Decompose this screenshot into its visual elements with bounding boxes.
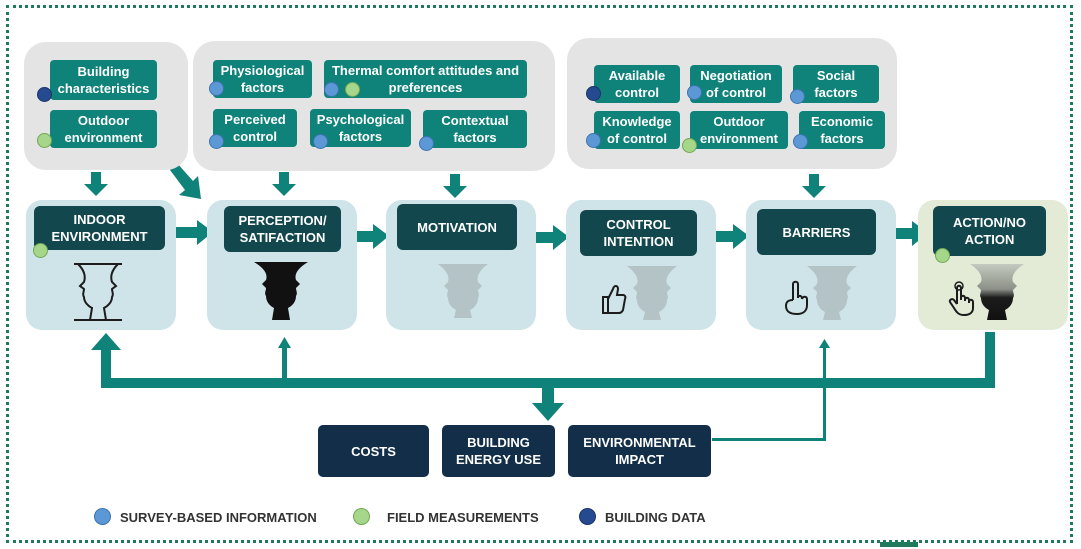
stage-title-control-intention: CONTROL INTENTION xyxy=(580,210,697,256)
building-data-marker xyxy=(37,87,52,102)
tag-outdoor-environment-barriers: Outdoor environment xyxy=(690,111,788,149)
face-vase-black-icon xyxy=(254,262,308,320)
survey-marker xyxy=(324,82,339,97)
tag-building-characteristics: Building characteristics xyxy=(50,60,157,100)
hand-press-icon xyxy=(948,281,974,316)
face-vase-outline-icon xyxy=(74,263,122,321)
cloud-barriers-inputs xyxy=(567,38,897,169)
arrow-cloud-to-motivation xyxy=(443,174,467,198)
stage-title-barriers: BARRIERS xyxy=(757,209,876,255)
tag-social-factors: Social factors xyxy=(793,65,879,103)
survey-marker xyxy=(586,133,601,148)
stage-title-indoor-environment: INDOOR ENVIRONMENT xyxy=(34,206,165,250)
vase-faded-icon xyxy=(627,266,677,320)
impact-costs: COSTS xyxy=(318,425,429,477)
survey-marker xyxy=(790,89,805,104)
field-measurement-marker xyxy=(33,243,48,258)
field-measurement-marker xyxy=(345,82,360,97)
arrow-cloud-to-barriers xyxy=(802,174,826,198)
stage-title-perception: PERCEPTION/ SATIFACTION xyxy=(224,206,341,252)
raised-finger-icon xyxy=(784,280,808,316)
legend-field-label: FIELD MEASUREMENTS xyxy=(387,510,539,525)
vase-faded-icon xyxy=(807,266,857,320)
arrow-stage-1-2 xyxy=(175,220,213,245)
legend-field-swatch xyxy=(353,508,370,525)
field-measurement-marker xyxy=(682,138,697,153)
arrow-stage-3-4 xyxy=(531,225,569,250)
feedback-loop xyxy=(91,332,995,421)
legend-survey-swatch xyxy=(94,508,111,525)
tag-contextual-factors: Contextual factors xyxy=(423,110,527,148)
thumbs-up-icon xyxy=(602,285,627,314)
stage-title-motivation: MOTIVATION xyxy=(397,204,517,250)
impact-building-energy-use: BUILDING ENERGY USE xyxy=(442,425,555,477)
vase-faded-icon xyxy=(438,264,488,318)
tag-economic-factors: Economic factors xyxy=(799,111,885,149)
arrow-stage-4-5 xyxy=(711,224,749,249)
tag-physiological-factors: Physiological factors xyxy=(213,60,312,98)
survey-marker xyxy=(209,81,224,96)
tag-thermal-comfort-attitudes: Thermal comfort attitudes and preference… xyxy=(324,60,527,98)
tag-negotiation-of-control: Negotiation of control xyxy=(690,65,782,103)
arrow-cloud-to-perception xyxy=(272,172,296,196)
field-measurement-marker xyxy=(935,248,950,263)
arrow-stage-2-3 xyxy=(351,224,389,249)
field-measurement-marker xyxy=(37,133,52,148)
arrow-cloud-to-indoor xyxy=(84,172,108,196)
tag-available-control: Available control xyxy=(594,65,680,103)
impact-environmental: ENVIRONMENTAL IMPACT xyxy=(568,425,711,477)
stage-title-action: ACTION/NO ACTION xyxy=(933,206,1046,256)
survey-marker xyxy=(687,85,702,100)
legend-survey-label: SURVEY-BASED INFORMATION xyxy=(120,510,317,525)
survey-marker xyxy=(313,134,328,149)
frame-tab xyxy=(880,542,918,547)
building-data-marker xyxy=(586,86,601,101)
tag-psychological-factors: Psychological factors xyxy=(310,109,411,147)
legend-building-swatch xyxy=(579,508,596,525)
tag-perceived-control: Perceived control xyxy=(213,109,297,147)
survey-marker xyxy=(209,134,224,149)
vase-gradient-icon xyxy=(970,264,1024,320)
dotted-frame xyxy=(6,5,1073,543)
survey-marker xyxy=(419,136,434,151)
tag-outdoor-environment-indoor: Outdoor environment xyxy=(50,110,157,148)
legend-building-label: BUILDING DATA xyxy=(605,510,706,525)
tag-knowledge-of-control: Knowledge of control xyxy=(594,111,680,149)
arrow-cloud-to-perception-diagonal xyxy=(170,163,201,199)
impact-to-barriers xyxy=(712,339,830,441)
survey-marker xyxy=(793,134,808,149)
